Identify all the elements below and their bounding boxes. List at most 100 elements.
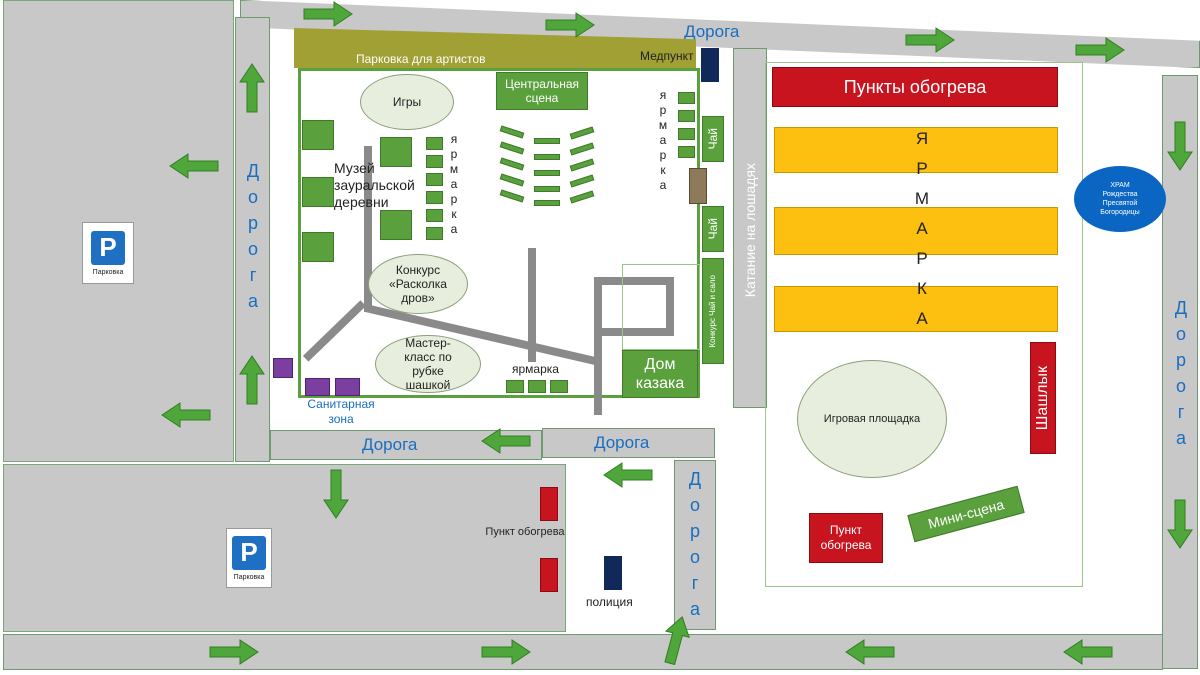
green-arrow-icon [481,639,531,665]
fair-stall [528,380,546,393]
medical-point [701,48,719,82]
masterclass-area: Мастер-класс по рубке шашкой [375,335,481,393]
road-label-top: Дорога [684,22,740,41]
path [594,328,674,336]
stage-bench [534,138,560,144]
info-stand [689,168,707,204]
toilet [273,358,293,378]
fair-stall [678,92,695,104]
stage-bench [534,154,560,160]
path [666,277,674,333]
sanitary-zone-label: Санитарная зона [307,397,375,426]
museum-house [302,232,334,262]
fair-stall [426,209,443,222]
festival-zone-outline [298,68,700,398]
green-arrow-icon [845,639,895,665]
fair-stall [678,110,695,122]
temple: ХРАМ Рождества Пресвятой Богородицы [1074,166,1166,232]
path [594,277,674,285]
green-arrow-icon [209,639,259,665]
medical-label: Медпункт [640,49,694,63]
heating-point-bottom-1 [540,487,558,521]
path [364,146,372,312]
heating-point-right: Пункт обогрева [809,513,883,563]
green-arrow-icon [905,27,955,53]
fair-stall [506,380,524,393]
parking-lot-bottom [3,464,566,632]
heating-point-bottom-2 [540,558,558,592]
parking-sign-bottom: P Парковка [226,528,272,588]
fair-row-3 [774,286,1058,332]
shashlik-kiosk: Шашлык [1030,342,1056,454]
green-arrow-icon [481,428,531,454]
road-bottom [3,634,1163,670]
green-arrow-icon [1075,37,1125,63]
playground: Игровая площадка [797,360,947,478]
fair-stall [550,380,568,393]
fair-stall [426,155,443,168]
fair-stall [678,128,695,140]
artists-parking-label: Парковка для артистов [356,52,486,66]
museum-house [302,177,334,207]
tea-contest-outline [622,264,700,350]
cossack-house: Дом казака [622,350,698,398]
green-arrow-icon [161,402,211,428]
museum-house [302,120,334,150]
green-arrow-icon [1063,639,1113,665]
right-zone-outline [765,62,1083,587]
museum-house [380,137,412,167]
fair-row-1 [774,127,1058,173]
green-arrow-icon [169,153,219,179]
parking-icon: P [232,535,266,570]
green-arrow-icon [545,12,595,38]
horse-ride-track [733,48,767,408]
green-arrow-icon [1167,121,1193,171]
toilet [305,378,330,396]
police-point [604,556,622,590]
path [594,277,602,415]
green-arrow-icon [239,63,265,113]
road-vertical-right [1162,75,1198,669]
central-stage: Центральная сцена [496,72,588,110]
green-arrow-icon [657,613,695,667]
stage-bench [534,200,560,206]
parking-icon: P [91,230,125,265]
fair-stall [678,146,695,158]
museum-house [380,210,412,240]
games-area: Игры [360,74,454,130]
tea-contest: Конкурс Чай и сало [702,258,724,364]
woodcutting-contest: Конкурс «Расколка дров» [368,254,468,314]
museum-label: Музей зауральской деревни [334,160,415,210]
tea-kiosk-1: Чай [702,116,724,162]
heating-point-bottom-label: Пункт обогрева [485,526,565,538]
fair-stall [426,227,443,240]
green-arrow-icon [603,462,653,488]
heating-points-bar: Пункты обогрева [772,67,1058,107]
fair-small-label: ярмарка [512,362,559,376]
fair-row-2 [774,207,1058,255]
stage-bench [534,186,560,192]
police-label: полиция [586,595,633,609]
green-arrow-icon [239,355,265,405]
parking-sign-left: P Парковка [82,222,134,284]
green-arrow-icon [303,1,353,27]
road-horizontal-mid-right [542,428,715,458]
tea-kiosk-2: Чай [702,206,724,252]
toilet [335,378,360,396]
road-label-mid-left: Дорога [362,435,418,454]
road-label-mid-right: Дорога [594,433,650,452]
fair-stall [426,173,443,186]
fair-stall [426,191,443,204]
stage-bench [534,170,560,176]
fair-stall [426,137,443,150]
green-arrow-icon [1167,499,1193,549]
path [528,248,536,362]
green-arrow-icon [323,469,349,519]
